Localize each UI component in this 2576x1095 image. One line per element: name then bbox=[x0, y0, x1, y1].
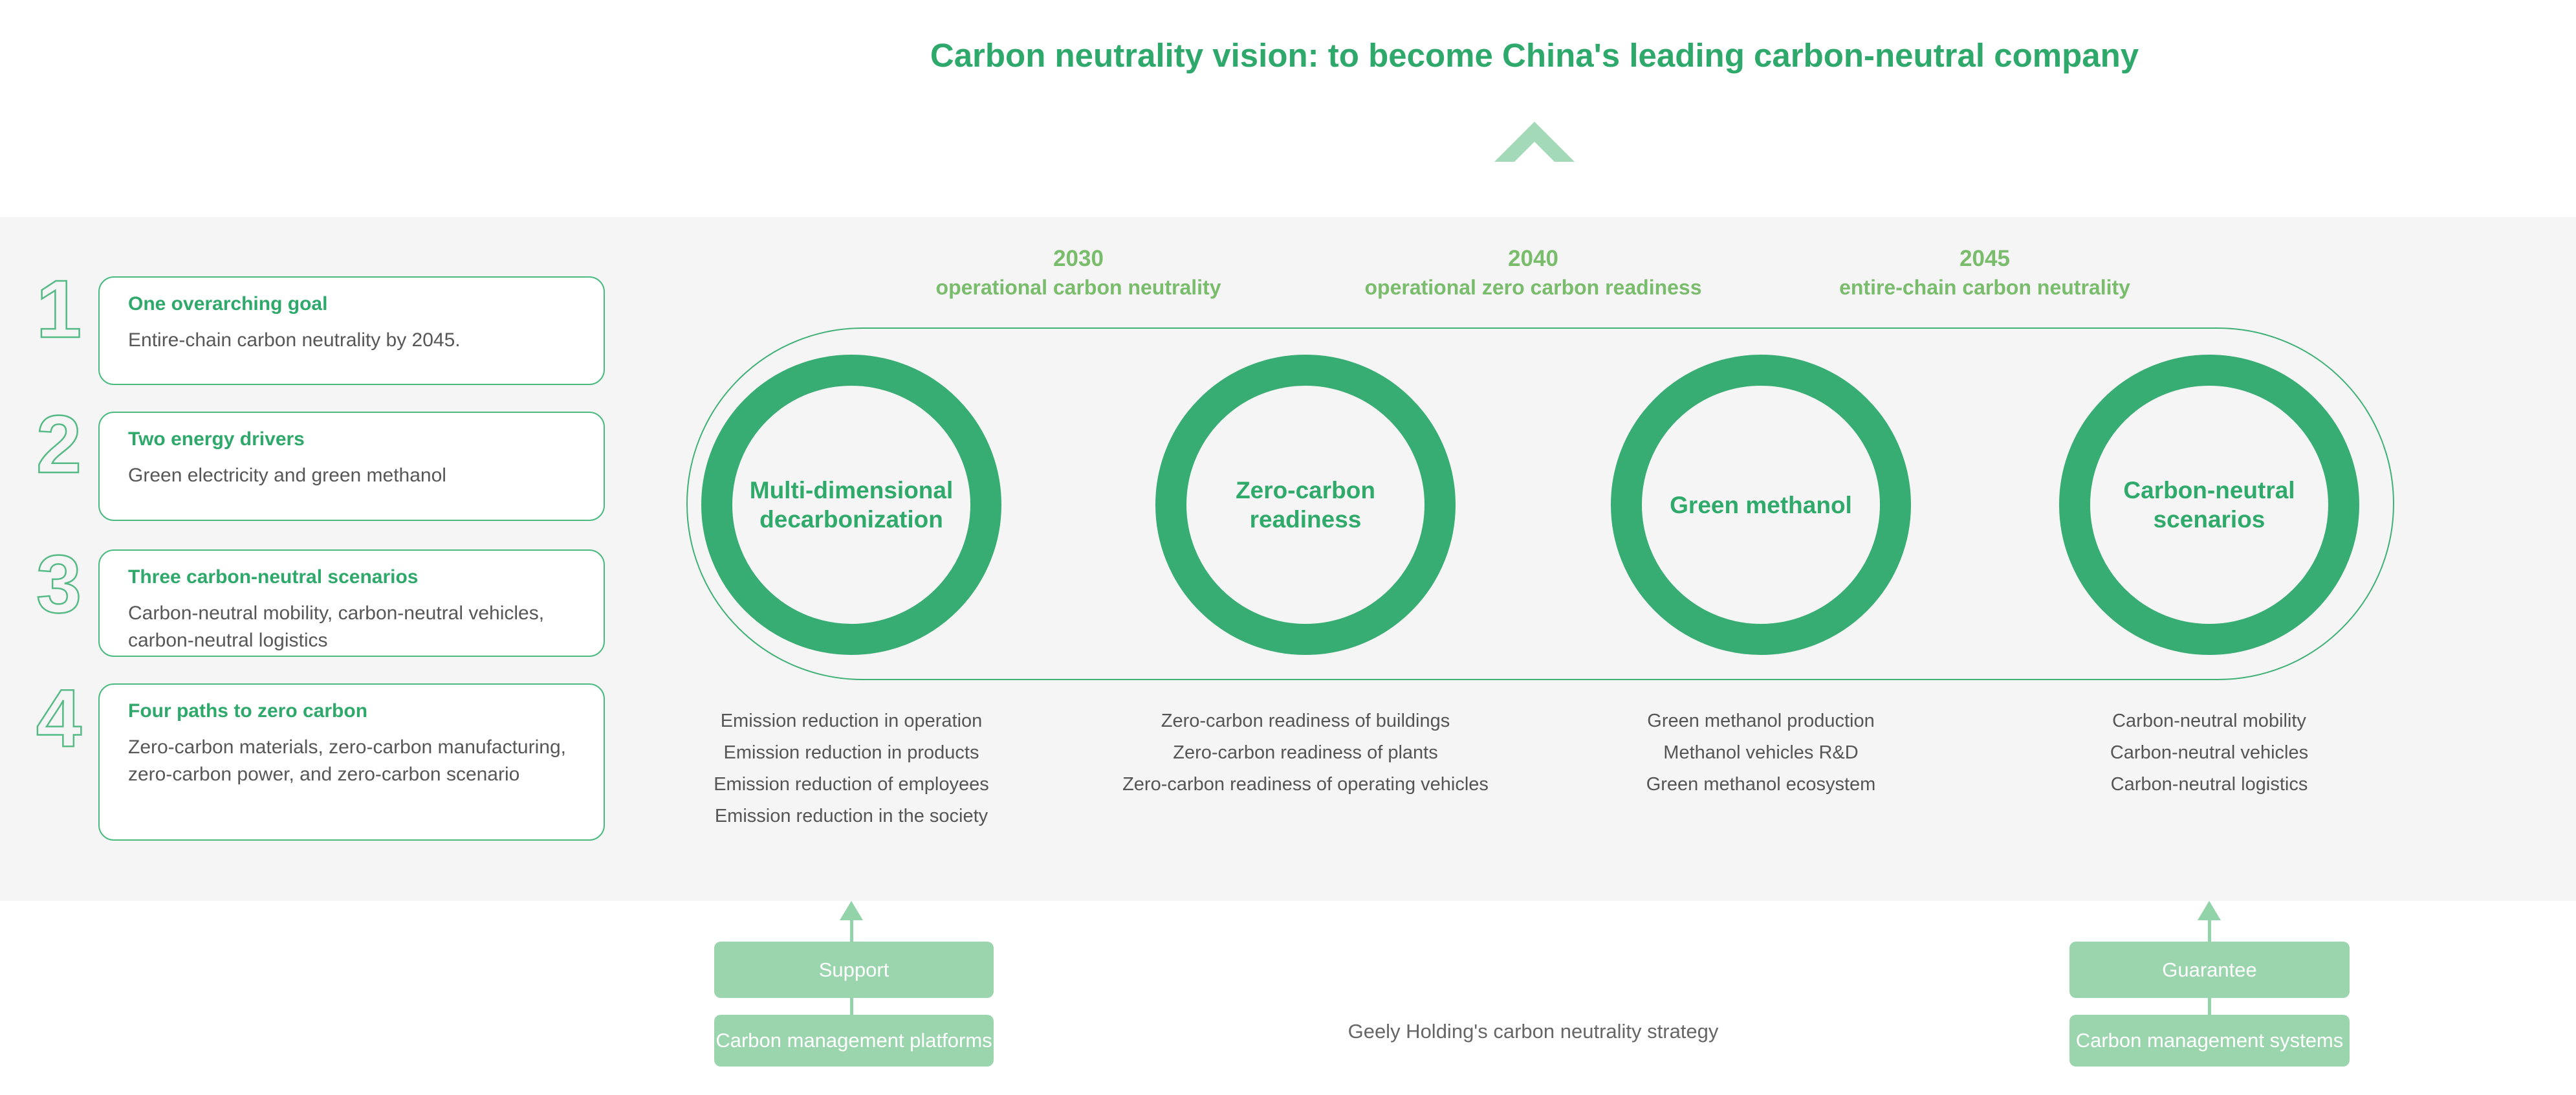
connector-line bbox=[850, 998, 853, 1015]
svg-text:3: 3 bbox=[36, 549, 82, 630]
goal-card-heading: Four paths to zero carbon bbox=[128, 700, 368, 722]
goal-card-body: Green electricity and green methanol bbox=[128, 465, 446, 486]
support-box: Support bbox=[714, 942, 994, 998]
milestone-2045: 2045 entire-chain carbon neutrality bbox=[1726, 246, 2243, 303]
list-item: Green methanol ecosystem bbox=[1646, 774, 1876, 795]
svg-text:2: 2 bbox=[36, 410, 82, 490]
milestone-year: 2030 bbox=[1053, 246, 1104, 271]
chevron-up-icon bbox=[1494, 122, 1575, 162]
list-item: Emission reduction in operation bbox=[720, 711, 983, 731]
step-number-2-icon: 2 bbox=[36, 410, 83, 491]
step-number-1-icon: 1 bbox=[36, 274, 83, 355]
milestone-year: 2045 bbox=[1959, 246, 2010, 271]
pillar-circle-scenarios: Carbon-neutral scenarios bbox=[2059, 355, 2359, 655]
list-item: Zero-carbon readiness of plants bbox=[1173, 742, 1438, 763]
pillar-circle-label: Zero-carbon readiness bbox=[1236, 477, 1375, 533]
svg-text:4: 4 bbox=[36, 683, 82, 764]
milestone-2040: 2040 operational zero carbon readiness bbox=[1274, 246, 1792, 303]
svg-text:1: 1 bbox=[36, 274, 82, 355]
milestone-year: 2040 bbox=[1508, 246, 1558, 271]
pillar-circle-label: Multi-dimensional decarbonization bbox=[749, 477, 954, 533]
arrow-up-icon bbox=[840, 901, 863, 942]
pillar-circle-label: Green methanol bbox=[1670, 491, 1852, 518]
pillar-list-methanol: Green methanol production Methanol vehic… bbox=[1515, 705, 2007, 801]
milestone-label: operational zero carbon readiness bbox=[1364, 276, 1702, 299]
goal-card-heading: Three carbon-neutral scenarios bbox=[128, 566, 419, 588]
guarantee-box: Guarantee bbox=[2069, 942, 2350, 998]
pillar-circle-decarbonization: Multi-dimensional decarbonization bbox=[701, 355, 1001, 655]
pillar-list-readiness: Zero-carbon readiness of buildings Zero-… bbox=[1060, 705, 1551, 801]
pillar-circle-methanol: Green methanol bbox=[1611, 355, 1911, 655]
arrow-up-icon bbox=[2198, 901, 2221, 942]
list-item: Emission reduction of employees bbox=[714, 774, 989, 795]
arrow-head bbox=[840, 901, 863, 920]
pillar-circle-label: Carbon-neutral scenarios bbox=[2123, 477, 2295, 533]
page-title: Carbon neutrality vision: to become Chin… bbox=[930, 37, 2139, 74]
list-item: Carbon-neutral logistics bbox=[2110, 774, 2308, 795]
goal-card-1: One overarching goal Entire-chain carbon… bbox=[98, 276, 605, 385]
arrow-stem bbox=[849, 920, 853, 942]
list-item: Carbon-neutral mobility bbox=[2112, 711, 2306, 731]
pillars-outline bbox=[686, 327, 2394, 680]
goal-card-body: Entire-chain carbon neutrality by 2045. bbox=[128, 329, 461, 351]
pillar-circle-readiness: Zero-carbon readiness bbox=[1155, 355, 1456, 655]
goal-card-4: Four paths to zero carbon Zero-carbon ma… bbox=[98, 683, 605, 841]
goal-card-3: Three carbon-neutral scenarios Carbon-ne… bbox=[98, 549, 605, 657]
milestone-2030: 2030 operational carbon neutrality bbox=[820, 246, 1337, 303]
pillar-list-decarbonization: Emission reduction in operation Emission… bbox=[606, 705, 1097, 832]
goal-card-heading: One overarching goal bbox=[128, 293, 328, 315]
step-number-4-icon: 4 bbox=[36, 683, 83, 764]
list-item: Zero-carbon readiness of buildings bbox=[1161, 711, 1450, 731]
goal-card-body: Zero-carbon materials, zero-carbon manuf… bbox=[128, 736, 566, 785]
arrow-stem bbox=[2207, 920, 2211, 942]
list-item: Carbon-neutral vehicles bbox=[2110, 742, 2309, 763]
goal-card-heading: Two energy drivers bbox=[128, 428, 305, 450]
goal-card-2: Two energy drivers Green electricity and… bbox=[98, 412, 605, 521]
goal-card-body: Carbon-neutral mobility, carbon-neutral … bbox=[128, 603, 545, 651]
list-item: Emission reduction in products bbox=[723, 742, 979, 763]
list-item: Emission reduction in the society bbox=[714, 806, 988, 826]
connector-line bbox=[2208, 998, 2211, 1015]
arrow-head bbox=[2198, 901, 2221, 920]
pillar-list-scenarios: Carbon-neutral mobility Carbon-neutral v… bbox=[1963, 705, 2455, 801]
step-number-3-icon: 3 bbox=[36, 549, 83, 630]
milestone-label: entire-chain carbon neutrality bbox=[1839, 276, 2130, 299]
carbon-management-systems-box: Carbon management systems bbox=[2069, 1015, 2350, 1067]
carbon-management-platforms-box: Carbon management platforms bbox=[714, 1015, 994, 1067]
list-item: Zero-carbon readiness of operating vehic… bbox=[1122, 774, 1489, 795]
figure-caption: Geely Holding's carbon neutrality strate… bbox=[1348, 1020, 1719, 1043]
list-item: Methanol vehicles R&D bbox=[1663, 742, 1859, 763]
list-item: Green methanol production bbox=[1647, 711, 1875, 731]
milestone-label: operational carbon neutrality bbox=[935, 276, 1221, 299]
